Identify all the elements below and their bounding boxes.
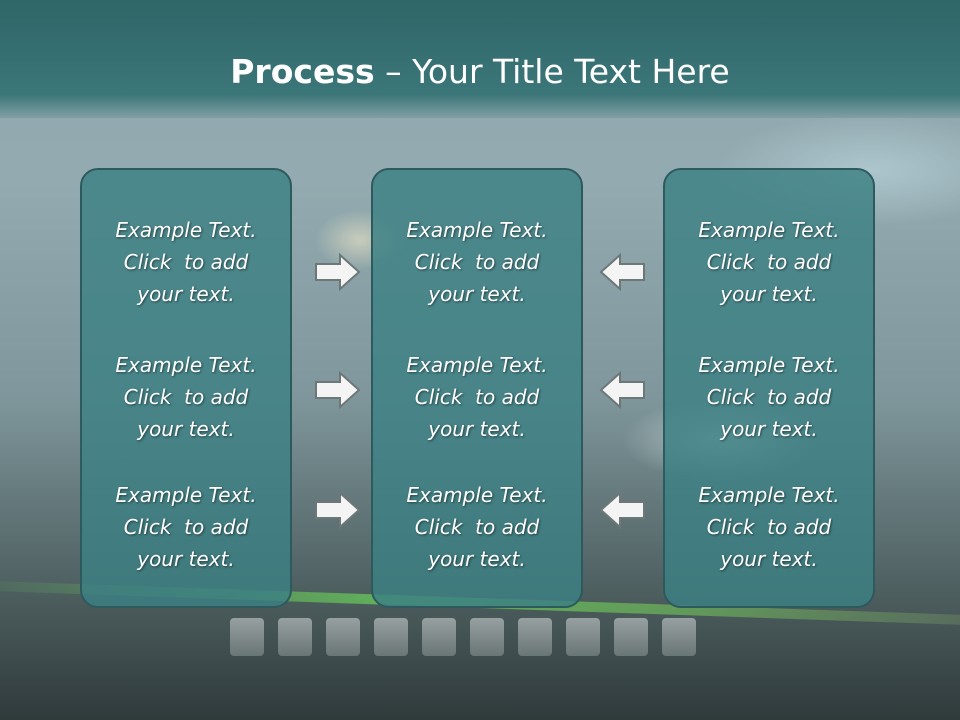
text-line: your text.	[720, 547, 818, 571]
fader-knob	[230, 618, 264, 656]
right-arrow-icon	[315, 370, 361, 410]
text-line: Click to add	[706, 515, 832, 539]
text-placeholder[interactable]: Example Text. Click to add your text.	[373, 349, 581, 445]
fader-knob	[614, 618, 648, 656]
text-line: your text.	[137, 417, 235, 441]
text-placeholder[interactable]: Example Text. Click to add your text.	[665, 349, 873, 445]
fader-knob	[374, 618, 408, 656]
text-line: Example Text.	[406, 353, 548, 377]
text-placeholder[interactable]: Example Text. Click to add your text.	[665, 479, 873, 575]
text-line: Click to add	[706, 250, 832, 274]
background-faders	[230, 618, 750, 688]
text-line: Click to add	[123, 385, 249, 409]
text-line: Click to add	[414, 515, 540, 539]
text-line: Example Text.	[698, 353, 840, 377]
fader-knob	[566, 618, 600, 656]
title-rest: – Your Title Text Here	[374, 52, 730, 91]
fader-knob	[422, 618, 456, 656]
text-line: Example Text.	[115, 483, 257, 507]
text-line: your text.	[428, 417, 526, 441]
text-line: Example Text.	[115, 353, 257, 377]
text-line: Example Text.	[698, 218, 840, 242]
fader-knob	[662, 618, 696, 656]
text-line: your text.	[137, 547, 235, 571]
text-placeholder[interactable]: Example Text. Click to add your text.	[665, 214, 873, 310]
left-arrow-icon	[599, 370, 645, 410]
text-line: your text.	[720, 417, 818, 441]
text-line: your text.	[720, 282, 818, 306]
text-line: Click to add	[414, 250, 540, 274]
left-arrow-icon	[599, 490, 645, 530]
text-line: Click to add	[123, 250, 249, 274]
text-line: Example Text.	[698, 483, 840, 507]
text-line: your text.	[137, 282, 235, 306]
process-panel-left[interactable]: Example Text. Click to add your text. Ex…	[80, 168, 292, 608]
title-bar	[0, 0, 960, 118]
text-line: Example Text.	[406, 218, 548, 242]
text-placeholder[interactable]: Example Text. Click to add your text.	[82, 214, 290, 310]
text-placeholder[interactable]: Example Text. Click to add your text.	[373, 214, 581, 310]
text-line: Click to add	[706, 385, 832, 409]
fader-knob	[470, 618, 504, 656]
fader-knob	[518, 618, 552, 656]
text-line: Example Text.	[406, 483, 548, 507]
text-placeholder[interactable]: Example Text. Click to add your text.	[373, 479, 581, 575]
process-panel-right[interactable]: Example Text. Click to add your text. Ex…	[663, 168, 875, 608]
text-line: Example Text.	[115, 218, 257, 242]
right-arrow-icon	[315, 252, 361, 292]
text-placeholder[interactable]: Example Text. Click to add your text.	[82, 479, 290, 575]
text-line: Click to add	[414, 385, 540, 409]
fader-knob	[278, 618, 312, 656]
text-line: your text.	[428, 547, 526, 571]
slide-title[interactable]: Process – Your Title Text Here	[0, 52, 960, 91]
right-arrow-icon	[315, 490, 361, 530]
title-bold: Process	[230, 52, 375, 91]
text-line: your text.	[428, 282, 526, 306]
text-placeholder[interactable]: Example Text. Click to add your text.	[82, 349, 290, 445]
left-arrow-icon	[599, 252, 645, 292]
fader-knob	[326, 618, 360, 656]
process-panel-middle[interactable]: Example Text. Click to add your text. Ex…	[371, 168, 583, 608]
text-line: Click to add	[123, 515, 249, 539]
